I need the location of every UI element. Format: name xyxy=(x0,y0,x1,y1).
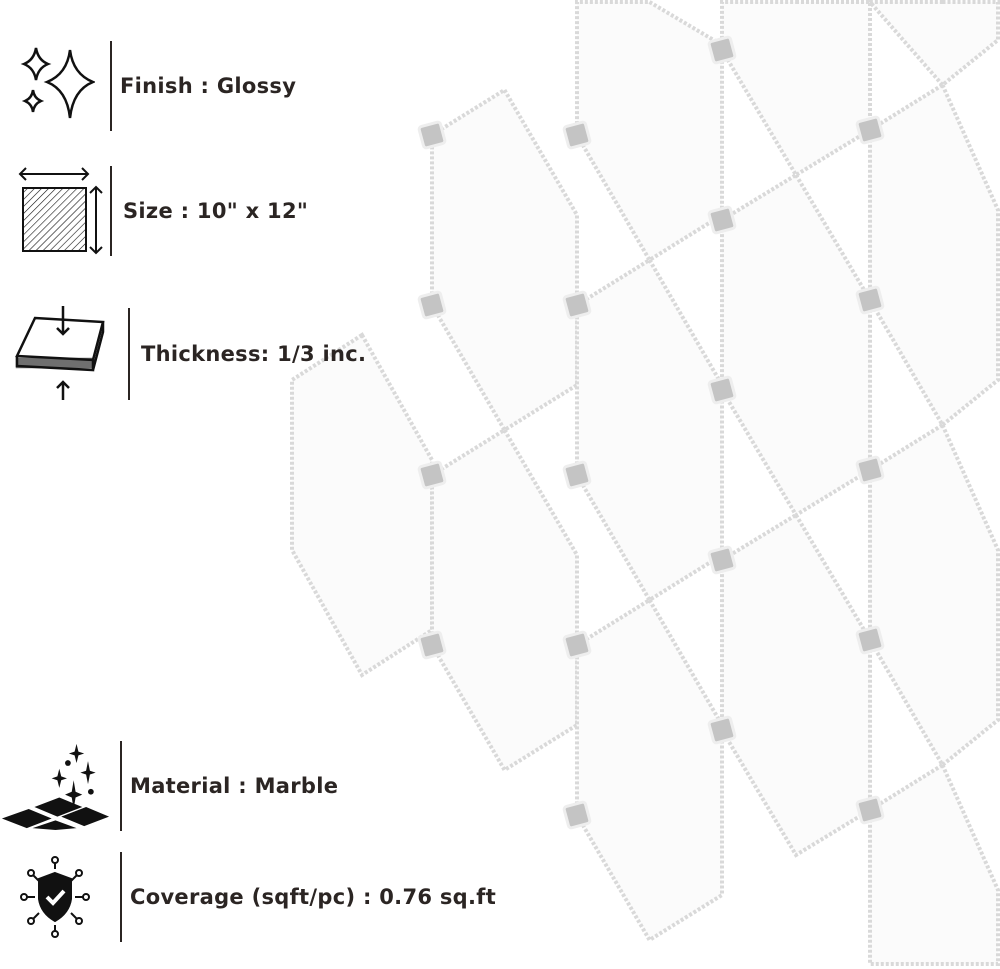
shield-coverage-icon xyxy=(0,855,110,939)
marble-tile xyxy=(868,82,1000,429)
gray-marble-dot-tile xyxy=(855,285,885,315)
gray-marble-dot-tile xyxy=(855,625,885,655)
marble-tile xyxy=(430,87,579,433)
gray-marble-dot-tile xyxy=(707,715,737,745)
size-dimensions-icon xyxy=(0,165,110,257)
marble-tile xyxy=(720,0,872,178)
gray-marble-dot-tile xyxy=(855,115,885,145)
gray-marble-dot-tile xyxy=(417,290,447,320)
gray-marble-dot-tile xyxy=(707,35,737,65)
spec-coverage: Coverage (sqft/pc) : 0.76 sq.ft xyxy=(0,852,496,942)
marble-tile xyxy=(575,0,724,263)
size-label: Size : 10" x 12" xyxy=(123,199,309,223)
thickness-icon xyxy=(0,304,110,404)
gray-marble-dot-tile xyxy=(562,120,592,150)
marble-tile xyxy=(868,422,1000,769)
sparkle-icon xyxy=(0,46,110,126)
gray-marble-dot-tile xyxy=(707,545,737,575)
gray-marble-dot-tile xyxy=(562,800,592,830)
gray-marble-dot-tile xyxy=(707,205,737,235)
gray-marble-dot-tile xyxy=(562,460,592,490)
marble-tile xyxy=(720,172,872,518)
spec-thickness: Thickness: 1/3 inc. xyxy=(0,306,367,400)
coverage-label: Coverage (sqft/pc) : 0.76 sq.ft xyxy=(130,885,497,909)
gray-marble-dot-tile xyxy=(417,460,447,490)
marble-tile xyxy=(575,257,724,603)
gray-marble-dot-tile xyxy=(855,455,885,485)
gray-marble-dot-tile xyxy=(562,290,592,320)
marble-tile xyxy=(868,762,1000,966)
finish-label: Finish : Glossy xyxy=(120,74,297,98)
marble-tile xyxy=(720,512,872,858)
marble-tile xyxy=(290,332,434,678)
spec-size: Size : 10" x 12" xyxy=(0,165,308,257)
spec-finish: Finish : Glossy xyxy=(0,40,296,132)
marble-floor-icon xyxy=(0,740,110,832)
marble-tile xyxy=(575,597,724,943)
gray-marble-dot-tile xyxy=(417,120,447,150)
gray-marble-dot-tile xyxy=(855,795,885,825)
material-label: Material : Marble xyxy=(130,774,339,798)
gray-marble-dot-tile xyxy=(707,375,737,405)
gray-marble-dot-tile xyxy=(417,630,447,660)
gray-marble-dot-tile xyxy=(562,630,592,660)
marble-tile xyxy=(430,427,579,773)
thickness-label: Thickness: 1/3 inc. xyxy=(141,342,367,366)
spec-material: Material : Marble xyxy=(0,740,338,832)
marble-tile xyxy=(865,0,1000,88)
